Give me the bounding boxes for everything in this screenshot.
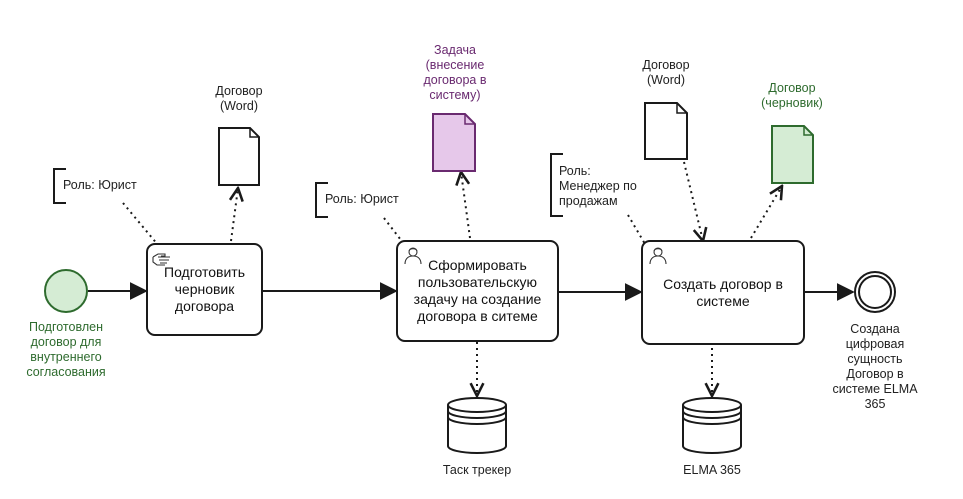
end-event[interactable] xyxy=(854,271,896,313)
data-object-label-d2: Задача (внесение договора в систему) xyxy=(423,43,487,102)
annotation-bracket-a2 xyxy=(315,182,328,218)
data-store-s1[interactable] xyxy=(447,397,507,454)
task-label: Подготовить черновик договора xyxy=(164,264,245,314)
assoc-t1-d1 xyxy=(231,188,238,242)
annotation-bracket-a3 xyxy=(550,153,563,217)
user-task-icon xyxy=(404,247,422,264)
manual-task-hand-icon xyxy=(152,253,170,266)
sequence-flows xyxy=(88,282,855,301)
end-event-label: Создана цифровая сущность Договор в сист… xyxy=(832,322,918,411)
task-create-user-task[interactable]: Сформировать пользовательскую задачу на … xyxy=(396,240,559,342)
assoc-t3-d4 xyxy=(750,186,782,239)
task-create-contract[interactable]: Создать договор в системе xyxy=(641,240,805,345)
annotation-text-a3: Роль: Менеджер по продажам xyxy=(559,164,637,208)
assoc-a3-t3 xyxy=(627,214,646,245)
data-store-label-s2: ELMA 365 xyxy=(683,463,741,477)
task-label: Сформировать пользовательскую задачу на … xyxy=(413,257,542,324)
data-object-label-d4: Договор (черновик) xyxy=(761,81,823,110)
annotation-text-a2: Роль: Юрист xyxy=(325,192,399,206)
start-event-label: Подготовлен договор для внутреннего согл… xyxy=(26,320,106,379)
data-object-d2[interactable] xyxy=(432,113,476,172)
assoc-d3-t3 xyxy=(683,161,703,241)
data-object-label-d3: Договор (Word) xyxy=(642,58,690,87)
data-store-s2[interactable] xyxy=(682,397,742,454)
annotation-text-a1: Роль: Юрист xyxy=(63,178,137,192)
data-object-d4[interactable] xyxy=(771,125,814,184)
annotation-bracket-a1 xyxy=(53,168,66,204)
task-prepare-draft[interactable]: Подготовить черновик договора xyxy=(146,243,263,336)
data-object-label-d1: Договор (Word) xyxy=(215,84,263,113)
assoc-t2-d2 xyxy=(461,172,471,239)
assoc-a1-t1 xyxy=(122,202,159,246)
data-store-label-s1: Таск трекер xyxy=(442,463,512,477)
data-object-d1[interactable] xyxy=(218,127,260,186)
associations xyxy=(122,161,782,396)
start-event[interactable] xyxy=(44,269,88,313)
task-label: Создать договор в системе xyxy=(663,275,783,309)
data-object-d3[interactable] xyxy=(644,102,688,160)
user-task-icon xyxy=(649,247,667,264)
